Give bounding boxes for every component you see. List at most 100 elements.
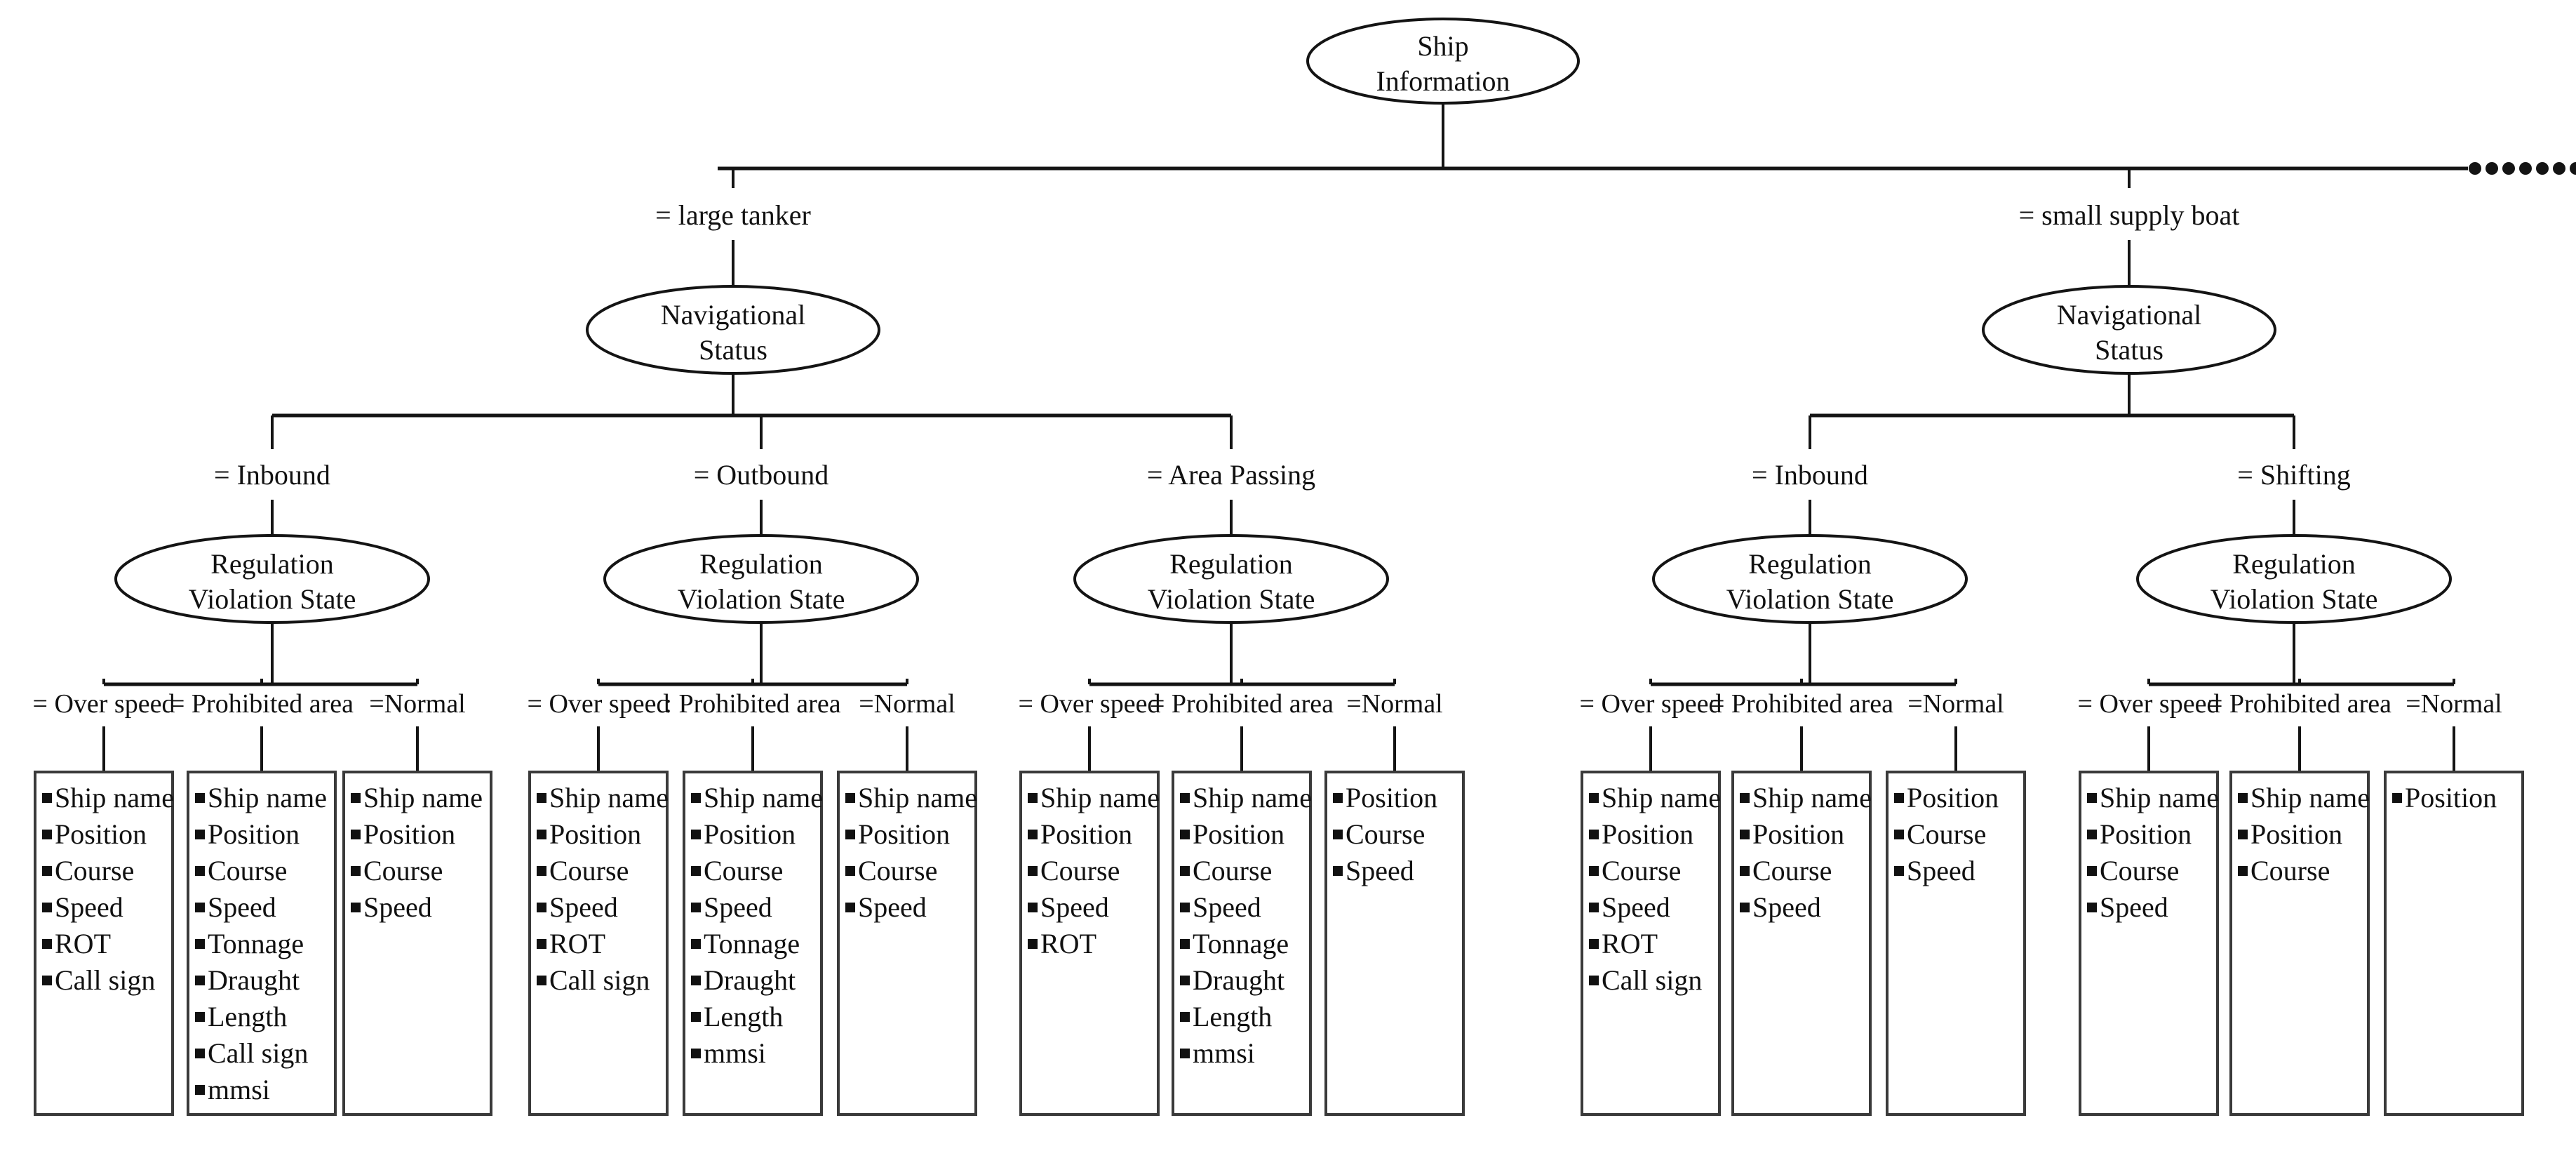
- bullet-square: [691, 793, 701, 803]
- regulation-violation-state-label-line1: Regulation: [210, 548, 334, 580]
- leaf-branch-label[interactable]: = Over speed: [33, 689, 175, 719]
- bullet-square: [1028, 939, 1038, 949]
- attribute-box[interactable]: [1581, 771, 1721, 1116]
- attribute-box[interactable]: [1019, 771, 1160, 1116]
- attribute-box[interactable]: [2079, 771, 2219, 1116]
- attribute-item: Speed: [208, 891, 276, 923]
- level1-branch-label-large-tanker[interactable]: = large tanker: [655, 199, 811, 231]
- regulation-violation-state-label-line1: Regulation: [1169, 548, 1293, 580]
- navigational-status-label-line2: Status: [2095, 334, 2164, 366]
- attribute-item: Course: [1040, 855, 1120, 886]
- attribute-box[interactable]: [34, 771, 174, 1116]
- regulation-violation-state-label-line1: Regulation: [2232, 548, 2356, 580]
- bullet-square: [1589, 976, 1599, 985]
- bullet-square: [537, 793, 546, 803]
- level2-branch-label[interactable]: = Area Passing: [1147, 459, 1315, 491]
- bullet-square: [195, 939, 205, 949]
- attribute-item: Course: [858, 855, 937, 886]
- attribute-item: Speed: [1040, 891, 1109, 923]
- attribute-box[interactable]: [2384, 771, 2524, 1116]
- bullet-square: [195, 976, 205, 985]
- bullet-square: [2087, 903, 2097, 912]
- attribute-box[interactable]: [1324, 771, 1465, 1116]
- bullet-square: [845, 830, 855, 839]
- bullet-square: [1333, 866, 1343, 876]
- leaf-branch-label[interactable]: = Over speed: [528, 689, 670, 719]
- attribute-item: Speed: [1752, 891, 1821, 923]
- level2-branch-label[interactable]: = Inbound: [1752, 459, 1868, 491]
- attribute-item: Position: [363, 818, 455, 850]
- bullet-square: [351, 866, 361, 876]
- leaf-branch-label[interactable]: =Normal: [1346, 689, 1443, 719]
- bullet-square: [1180, 1012, 1190, 1022]
- attribute-item: Course: [55, 855, 134, 886]
- attribute-item: Ship name: [1602, 782, 1721, 813]
- attribute-box[interactable]: [342, 771, 492, 1116]
- attribute-item: Call sign: [55, 964, 155, 996]
- bullet-square: [2087, 866, 2097, 876]
- bullet-square: [2087, 830, 2097, 839]
- leaf-branch-label[interactable]: = Prohibited area: [170, 689, 354, 719]
- attribute-item: Position: [1040, 818, 1132, 850]
- bullet-square: [2392, 793, 2402, 803]
- leaf-branch-label[interactable]: =Normal: [1907, 689, 2004, 719]
- attribute-item: Ship name: [55, 782, 174, 813]
- attribute-box[interactable]: [837, 771, 977, 1116]
- leaf-branch-label[interactable]: =Normal: [859, 689, 955, 719]
- attribute-box[interactable]: [1731, 771, 1872, 1116]
- navigational-status-label-line1: Navigational: [661, 299, 806, 331]
- attribute-item: Speed: [2100, 891, 2168, 923]
- bullet-square: [1894, 830, 1904, 839]
- attribute-item: Speed: [1346, 855, 1414, 886]
- bullet-square: [1589, 939, 1599, 949]
- bullet-square: [42, 903, 52, 912]
- attribute-item: Ship name: [704, 782, 823, 813]
- bullet-square: [691, 1012, 701, 1022]
- attribute-item: Course: [549, 855, 629, 886]
- leaf-branch-label[interactable]: = Over speed: [1019, 689, 1161, 719]
- bullet-square: [42, 830, 52, 839]
- leaf-branch-label[interactable]: = Prohibited area: [1710, 689, 1893, 719]
- bullet-square: [1180, 903, 1190, 912]
- level2-branch-label[interactable]: = Outbound: [694, 459, 829, 491]
- leaf-branch-label[interactable]: = Over speed: [2078, 689, 2220, 719]
- ellipsis-dot: [2536, 162, 2549, 175]
- bullet-square: [691, 939, 701, 949]
- attribute-box[interactable]: [1886, 771, 2026, 1116]
- bullet-square: [42, 939, 52, 949]
- bullet-square: [845, 793, 855, 803]
- leaf-branch-label[interactable]: : Prohibited area: [664, 689, 840, 719]
- attribute-item: Speed: [363, 891, 432, 923]
- bullet-square: [2087, 793, 2097, 803]
- attribute-item: Course: [363, 855, 443, 886]
- leaf-branch-label[interactable]: =Normal: [369, 689, 466, 719]
- leaf-branch-label[interactable]: =Normal: [2406, 689, 2502, 719]
- attribute-item: ROT: [1602, 928, 1658, 959]
- attribute-box[interactable]: [528, 771, 669, 1116]
- level1-branch-label-small-supply-boat[interactable]: = small supply boat: [2019, 199, 2240, 231]
- bullet-square: [1740, 903, 1750, 912]
- attribute-item: Speed: [1602, 891, 1670, 923]
- leaf-branch-label[interactable]: = Over speed: [1580, 689, 1722, 719]
- attribute-box[interactable]: [187, 771, 337, 1116]
- ellipsis-dot: [2486, 162, 2498, 175]
- attribute-box[interactable]: [2229, 771, 2370, 1116]
- level2-branch-label[interactable]: = Shifting: [2237, 459, 2350, 491]
- bullet-square: [537, 939, 546, 949]
- bullet-square: [1740, 793, 1750, 803]
- leaf-branch-label[interactable]: = Prohibited area: [1150, 689, 1334, 719]
- bullet-square: [1589, 866, 1599, 876]
- attribute-box[interactable]: [1172, 771, 1312, 1116]
- attribute-item: Ship name: [2100, 782, 2219, 813]
- ellipsis-dot: [2469, 162, 2481, 175]
- bullet-square: [1180, 1049, 1190, 1058]
- bullet-square: [42, 866, 52, 876]
- leaf-branch-label[interactable]: = Prohibited area: [2208, 689, 2391, 719]
- bullet-square: [691, 976, 701, 985]
- bullet-square: [2238, 866, 2248, 876]
- attribute-box[interactable]: [683, 771, 823, 1116]
- bullet-square: [1180, 976, 1190, 985]
- level2-branch-label[interactable]: = Inbound: [214, 459, 330, 491]
- bullet-square: [1589, 903, 1599, 912]
